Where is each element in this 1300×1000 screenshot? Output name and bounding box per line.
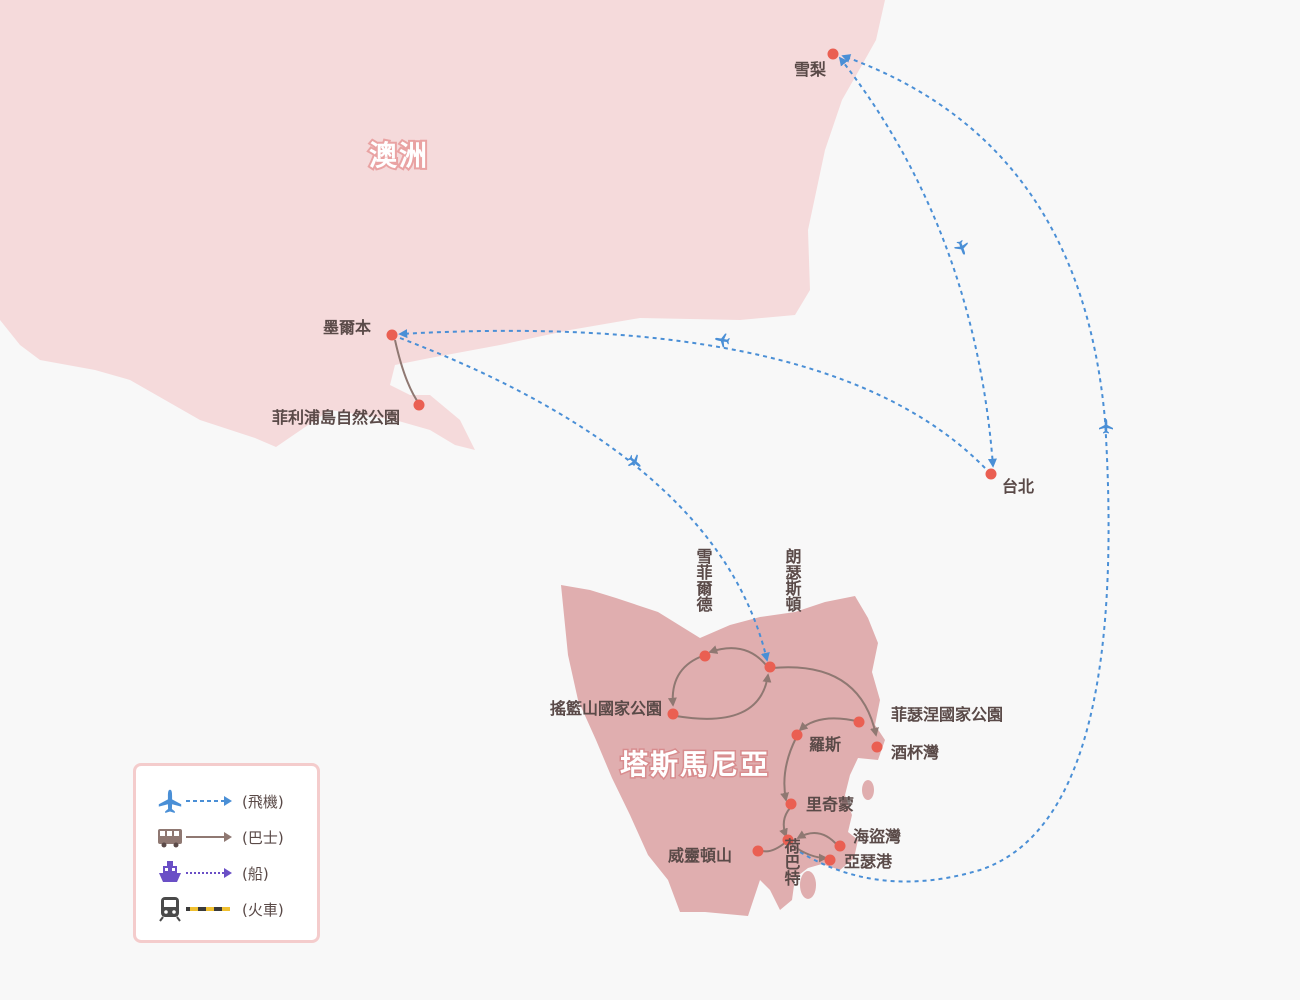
plane-icon [1099, 419, 1113, 434]
bus-route-launceston-sheffield [708, 645, 767, 666]
label-pirates-bay: 海盜灣 [853, 827, 901, 846]
label-launceston: 朗瑟斯頓 [783, 547, 802, 613]
legend-label-bus: (巴士) [242, 828, 284, 847]
legend-dashed-arrow [186, 796, 232, 806]
label-sheffield: 雪菲爾德 [694, 548, 714, 613]
dot-ross[interactable] [791, 729, 803, 741]
label-wineglass-bay: 酒杯灣 [891, 743, 939, 762]
bus-route-cradle-launceston [675, 673, 772, 720]
plane-icon [624, 451, 645, 472]
map-legend: (飛機) (巴士) (船) [133, 763, 320, 943]
bus-route-launceston-freycinet [771, 666, 879, 737]
bruny-island [800, 871, 816, 899]
legend-label-train: (火車) [242, 900, 284, 919]
dot-pirates-bay[interactable] [834, 840, 846, 852]
label-melbourne: 墨爾本 [323, 318, 371, 337]
legend-row-plane: (飛機) [156, 786, 284, 816]
legend-row-bus: (巴士) [156, 822, 284, 852]
bus-route-freycinet-ross [798, 717, 861, 732]
label-port-arthur: 亞瑟港 [844, 852, 893, 871]
legend-row-train: (火車) [156, 894, 284, 924]
label-freycinet: 菲瑟涅國家公園 [891, 705, 1003, 724]
dot-melbourne[interactable] [386, 329, 398, 341]
ship-icon [159, 861, 181, 882]
legend-label-plane: (飛機) [242, 792, 284, 811]
bus-icon [158, 829, 182, 848]
label-sydney: 雪梨 [794, 60, 827, 79]
flight-route-taipei-melbourne [398, 329, 986, 469]
legend-label-ship: (船) [242, 864, 269, 883]
label-taipei: 台北 [1002, 477, 1034, 496]
dot-taipei[interactable] [985, 468, 997, 480]
plane-icon [952, 238, 971, 257]
dot-launceston[interactable] [764, 661, 776, 673]
bus-route-pirates-hobart [796, 830, 839, 847]
dot-richmond[interactable] [785, 798, 797, 810]
label-phillip-island: 菲利浦島自然公園 [272, 408, 400, 427]
flight-route-sydney-taipei [838, 56, 997, 468]
label-ross: 羅斯 [809, 735, 841, 754]
train-icon [159, 897, 181, 922]
bus-route-ross-richmond [780, 737, 797, 802]
maria-island [862, 780, 874, 800]
dot-sheffield[interactable] [699, 650, 711, 662]
legend-solid-arrow [186, 832, 232, 842]
flight-route-melbourne-launceston [399, 337, 770, 662]
plane-icon [158, 789, 182, 813]
region-label-australia: 澳洲 [369, 139, 429, 172]
bus-route-sheffield-cradle [667, 656, 701, 707]
legend-row-ship: (船) [156, 858, 269, 888]
dot-phillip-island[interactable] [413, 399, 425, 411]
dot-wineglass-bay[interactable] [871, 741, 883, 753]
legend-rail-line [186, 907, 230, 911]
bus-route-hobart-portarthur [791, 844, 828, 863]
dot-sydney[interactable] [827, 48, 839, 60]
label-cradle-mountain: 搖籃山國家公園 [550, 699, 662, 718]
flight-route-hobart-sydney [799, 54, 1110, 883]
dot-freycinet[interactable] [853, 716, 865, 728]
dot-hobart[interactable] [782, 834, 794, 846]
dot-cradle-mountain[interactable] [667, 708, 679, 720]
dot-port-arthur[interactable] [824, 854, 836, 866]
region-label-tasmania: 塔斯馬尼亞 [620, 748, 770, 781]
mainland-australia [0, 0, 885, 450]
bus-route-richmond-hobart [779, 807, 791, 838]
label-richmond: 里奇蒙 [806, 795, 854, 814]
legend-dotted-arrow [186, 868, 232, 878]
dot-mount-wellington[interactable] [752, 845, 764, 857]
label-mount-wellington: 威靈頓山 [668, 846, 732, 865]
label-hobart: 荷巴特 [782, 838, 801, 887]
